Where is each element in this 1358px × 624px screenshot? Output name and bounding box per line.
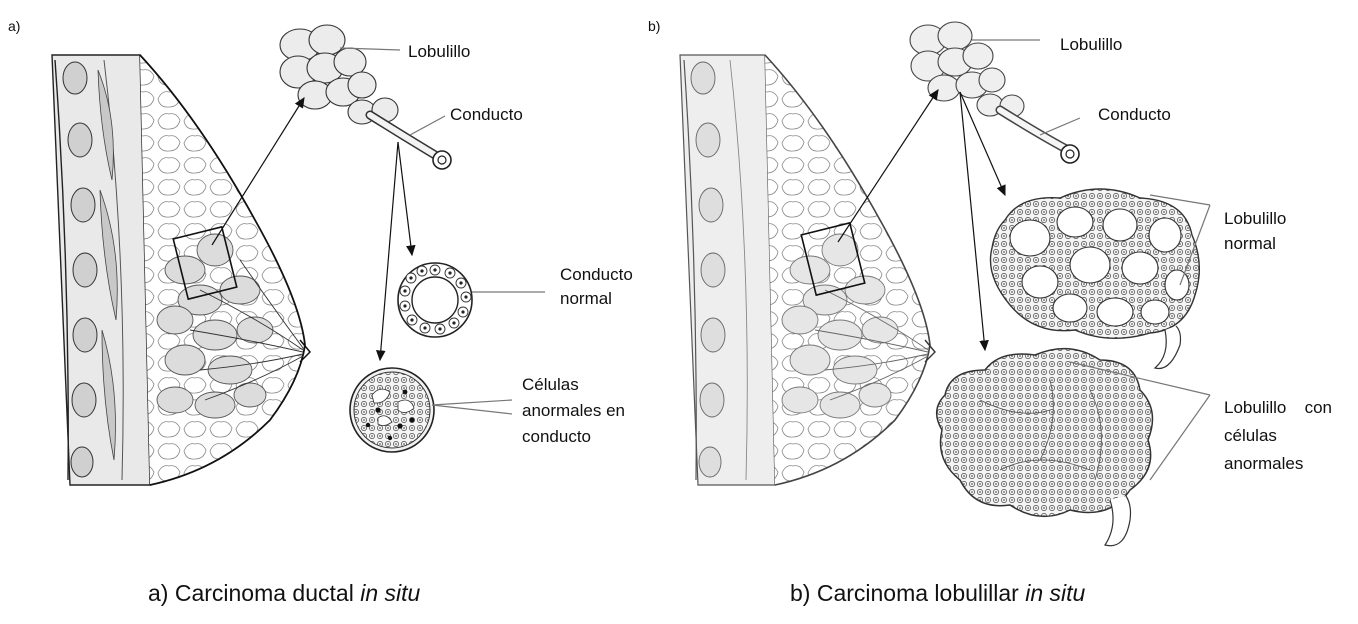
label-abnormal-b-line2: células	[1224, 422, 1332, 450]
label-abnormal-b-line3: anormales	[1224, 450, 1332, 478]
panel-b-tag: b)	[648, 18, 660, 34]
normal-lobule-section-b	[990, 189, 1199, 369]
label-lobule-b: Lobulillo	[1060, 33, 1122, 57]
lobule-duct-b	[910, 22, 1079, 163]
label-abnormal-lobule-b: Lobulillo con células anormales	[1224, 394, 1332, 478]
breast-b	[680, 55, 935, 485]
label-normal-lobule-b: Lobulillo normal	[1224, 206, 1286, 256]
label-lobule-a: Lobulillo	[408, 40, 470, 64]
label-abnormal-duct-a: Células anormales en conducto	[522, 372, 625, 450]
label-abnormal-a-line3: conducto	[522, 424, 625, 450]
label-abnormal-a-line2: anormales en	[522, 398, 625, 424]
abnormal-duct-section-a	[350, 368, 434, 452]
caption-b-italic: in situ	[1025, 580, 1085, 606]
label-normal-duct-a-line1: Conducto	[560, 263, 633, 287]
caption-b: b) Carcinoma lobulillar in situ	[790, 580, 1085, 607]
normal-duct-section-a	[398, 263, 472, 337]
label-duct-b: Conducto	[1098, 103, 1171, 127]
label-normal-duct-a: Conducto normal	[560, 263, 633, 311]
label-abnormal-b-line1: Lobulillo con	[1224, 394, 1332, 422]
caption-a-text: a) Carcinoma ductal	[148, 580, 360, 606]
panel-a-tag: a)	[8, 18, 20, 34]
label-normal-lobule-b-line2: normal	[1224, 231, 1286, 256]
label-duct-a: Conducto	[450, 103, 523, 127]
breast-a	[52, 55, 310, 485]
abnormal-lobule-section-b	[937, 349, 1153, 546]
label-abnormal-a-line1: Células	[522, 372, 625, 398]
caption-a: a) Carcinoma ductal in situ	[148, 580, 420, 607]
caption-b-text: b) Carcinoma lobulillar	[790, 580, 1025, 606]
caption-a-italic: in situ	[360, 580, 420, 606]
label-normal-lobule-b-line1: Lobulillo	[1224, 206, 1286, 231]
label-normal-duct-a-line2: normal	[560, 287, 633, 311]
